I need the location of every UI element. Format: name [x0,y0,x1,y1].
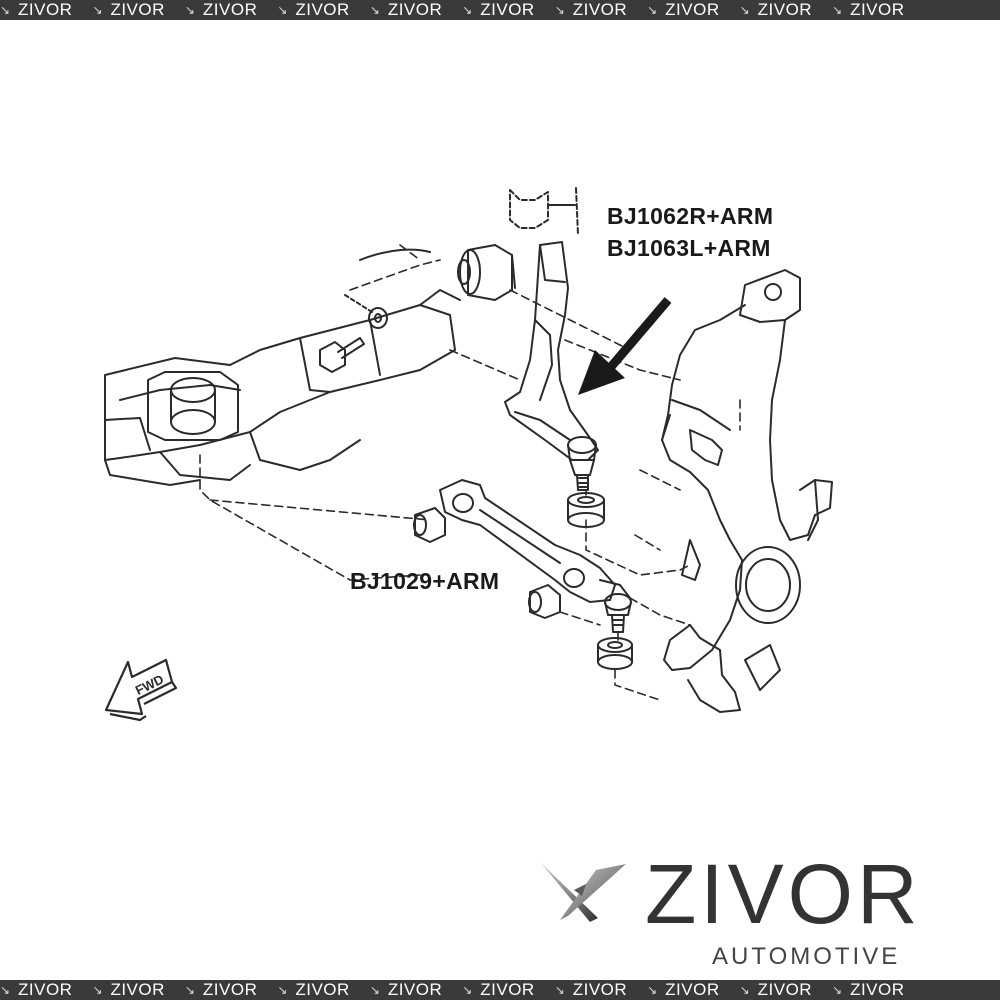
assembly-guide-lines [199,244,741,701]
watermark-item: ↘ ZIVOR [277,980,349,1000]
zivor-x-mini-icon: ↘ [462,983,473,997]
zivor-x-mini-icon: ↘ [647,3,658,17]
zivor-x-mini-icon: ↘ [369,3,381,17]
forward-direction-arrow [104,658,178,722]
bottom-watermark-band: ↘ ZIVOR ↘ ZIVOR ↘ ZIVOR ↘ ZIVOR ↘ ZIVOR ↘ ZIVOR ↘ ZIV… [0,980,1000,1000]
pivot-arc [359,248,431,261]
upper-control-arm [504,187,599,461]
subframe-crossmember [104,289,461,486]
watermark-item: ↘ ZIVOR [555,0,627,20]
watermark-text: ZIVOR [850,980,905,999]
steering-knuckle [661,269,833,713]
upper-arm-right-label: BJ1062R+ARM [607,203,774,229]
upper-arm-bushing [457,244,516,301]
watermark-item: ↘ ZIVOR [92,0,164,20]
upper-ball-joint [567,436,597,491]
watermark-text: ZIVOR [18,0,73,19]
watermark-item: ↘ ZIVOR [370,0,442,20]
zivor-x-mini-icon: ↘ [739,3,751,17]
watermark-item: ↘ ZIVOR [185,980,257,1000]
brand-tagline: AUTOMOTIVE [712,943,901,970]
watermark-item: ↘ ZIVOR [647,980,719,1000]
zivor-x-mini-icon: ↘ [462,3,473,17]
watermark-item: ↘ ZIVOR [740,980,812,1000]
zivor-x-mini-icon: ↘ [554,983,566,997]
zivor-x-mini-icon: ↘ [277,983,288,997]
watermark-text: ZIVOR [572,0,628,19]
washer [344,294,388,329]
brand-wordmark: ZIVOR [645,847,922,941]
watermark-item: ↘ ZIVOR [832,0,904,20]
watermark-text: ZIVOR [757,0,813,19]
upper-arm-left-label: BJ1063L+ARM [607,235,771,261]
watermark-text: ZIVOR [18,980,73,999]
watermark-text: ZIVOR [202,0,258,19]
watermark-item: ↘ ZIVOR [832,980,904,1000]
upper-arm-pointer-arrow [578,297,672,395]
suspension-exploded-diagram: FWD [104,187,833,722]
watermark-text: ZIVOR [480,0,535,19]
lower-arm-rear-bushing [528,584,561,619]
watermark-item: ↘ ZIVOR [555,980,627,1000]
watermark-item: ↘ ZIVOR [370,980,442,1000]
lower-arm-label: BJ1029+ARM [350,568,500,594]
watermark-text: ZIVOR [387,0,443,19]
zivor-x-logo-icon [540,862,626,922]
watermark-text: ZIVOR [850,0,905,19]
top-watermark-band: ↘ ZIVOR ↘ ZIVOR ↘ ZIVOR ↘ ZIVOR ↘ ZIVOR ↘ ZIVOR ↘ ZIV… [0,0,1000,20]
zivor-x-mini-icon: ↘ [92,3,104,17]
watermark-text: ZIVOR [665,0,720,19]
zivor-x-mini-icon: ↘ [92,983,104,997]
watermark-item: ↘ ZIVOR [277,0,349,20]
watermark-text: ZIVOR [572,980,628,999]
zivor-x-mini-icon: ↘ [554,3,566,17]
mounting-bolt [319,337,365,373]
zivor-x-mini-icon: ↘ [647,983,658,997]
watermark-text: ZIVOR [480,980,535,999]
watermark-item: ↘ ZIVOR [0,980,72,1000]
watermark-text: ZIVOR [110,980,165,999]
watermark-text: ZIVOR [110,0,165,19]
lower-dust-boot [597,637,633,670]
watermark-text: ZIVOR [387,980,443,999]
watermark-item: ↘ ZIVOR [740,0,812,20]
watermark-text: ZIVOR [202,980,258,999]
zivor-x-mini-icon: ↘ [277,3,288,17]
zivor-x-mini-icon: ↘ [832,983,843,997]
watermark-item: ↘ ZIVOR [462,0,534,20]
lower-ball-joint [604,593,632,633]
zivor-x-mini-icon: ↘ [739,983,751,997]
zivor-x-mini-icon: ↘ [0,983,11,997]
watermark-item: ↘ ZIVOR [92,980,164,1000]
watermark-text: ZIVOR [665,980,720,999]
watermark-text: ZIVOR [295,980,350,999]
watermark-text: ZIVOR [295,0,350,19]
lower-control-arm [439,479,631,603]
zivor-x-mini-icon: ↘ [0,3,11,17]
watermark-item: ↘ ZIVOR [0,0,72,20]
watermark-item: ↘ ZIVOR [647,0,719,20]
zivor-x-mini-icon: ↘ [184,3,196,17]
zivor-x-mini-icon: ↘ [184,983,196,997]
subframe-bushing [147,371,239,441]
watermark-text: ZIVOR [757,980,813,999]
lower-arm-front-bushing [413,507,446,543]
watermark-item: ↘ ZIVOR [185,0,257,20]
zivor-x-mini-icon: ↘ [832,3,843,17]
watermark-item: ↘ ZIVOR [462,980,534,1000]
zivor-x-mini-icon: ↘ [369,983,381,997]
